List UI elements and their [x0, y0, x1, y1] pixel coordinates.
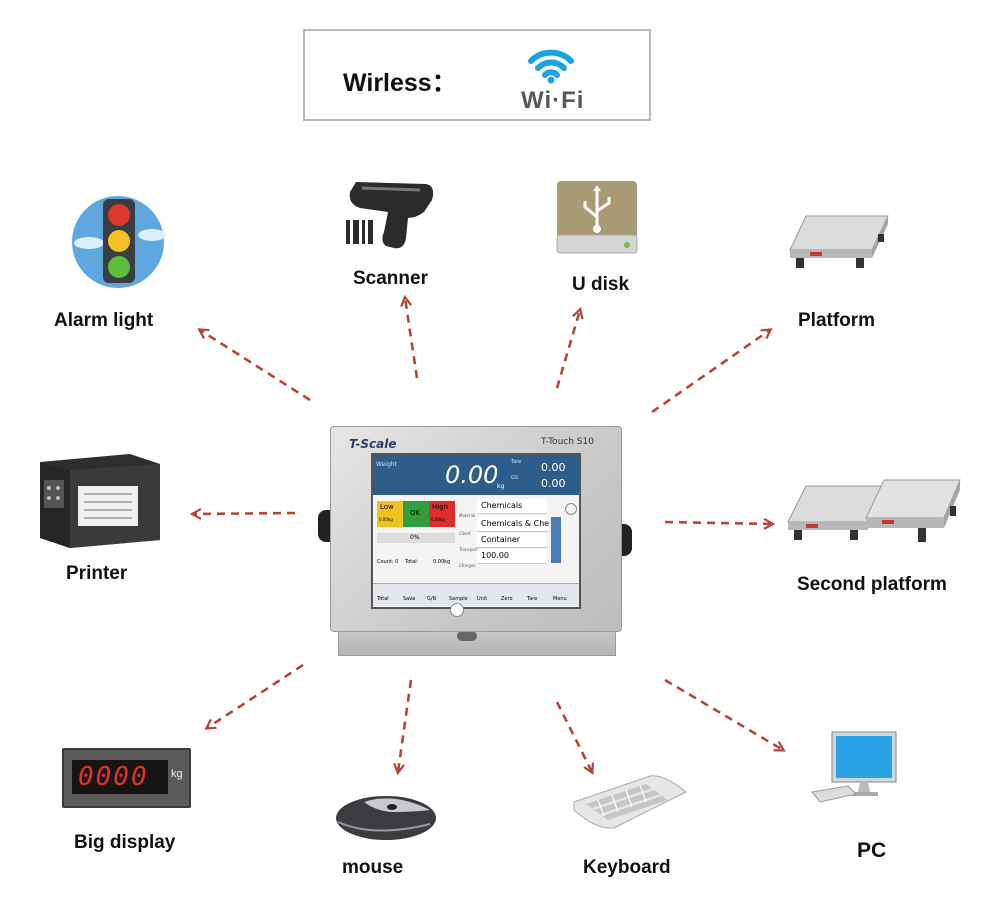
power-button[interactable]	[450, 603, 464, 617]
platform-label: Platform	[798, 310, 876, 331]
weight-label: Weight	[376, 461, 397, 468]
key-total[interactable]: Total	[377, 596, 389, 602]
total-value: 0.00kg	[433, 559, 451, 565]
big-display-icon: 0000 kg	[62, 748, 191, 808]
gs-value: 0.00	[541, 477, 566, 490]
arrow-second-platform	[664, 522, 772, 524]
scanner-label: Scanner	[353, 268, 428, 289]
low-indicator: Low 0.00kg	[377, 501, 403, 527]
keyboard-icon	[573, 775, 687, 829]
key-unit[interactable]: Unit	[477, 596, 488, 602]
tare-value: 0.00	[541, 461, 566, 474]
big-display-unit: kg	[171, 768, 183, 780]
field-scroll[interactable]	[551, 517, 561, 563]
field-charges[interactable]: 100.00	[477, 549, 547, 564]
printer-icon	[40, 454, 160, 548]
arrow-u-disk	[555, 310, 580, 389]
bottom-keys: Total Save G/N Sample Unit Zero Tare Men…	[373, 583, 579, 606]
big-display-value: 0000	[78, 762, 149, 792]
mouse-label: mouse	[342, 857, 404, 878]
key-gn[interactable]: G/N	[427, 596, 437, 602]
mouse-icon	[336, 796, 436, 840]
wireless-label: Wirless：	[343, 69, 457, 97]
arrow-keyboard	[555, 701, 592, 772]
arrow-scanner	[405, 298, 419, 379]
key-sample[interactable]: Sample	[449, 596, 468, 602]
arrow-printer	[193, 513, 296, 514]
weighing-terminal: T-Scale T-Touch S10 Weight 0.00 kg Tare …	[318, 426, 632, 656]
wifi-text: Wi·Fi	[521, 87, 585, 114]
alarm-light-icon	[72, 196, 166, 288]
keyboard-label: Keyboard	[583, 857, 671, 878]
field-client[interactable]: Chemicals & Chem	[477, 517, 549, 532]
printer-label: Printer	[66, 563, 128, 584]
platform-icon	[789, 215, 889, 268]
terminal-screen: Weight 0.00 kg Tare 0.00 GS 0.00 Low 0.0…	[371, 453, 581, 609]
pc-label: PC	[857, 839, 887, 862]
field-material[interactable]: Chemicals	[477, 499, 547, 514]
second-platform-label: Second platform	[797, 574, 947, 595]
wifi-icon	[528, 49, 574, 84]
high-indicator: High 0.00kg	[429, 501, 455, 527]
second-platform-icon	[787, 479, 961, 542]
arrow-alarm-light	[200, 330, 311, 402]
arrow-platform	[651, 330, 770, 414]
count-text: Count: 0	[377, 559, 399, 565]
ok-indicator: OK	[403, 501, 429, 527]
field-transport[interactable]: Container	[477, 533, 547, 548]
terminal-body: T-Scale T-Touch S10 Weight 0.00 kg Tare …	[330, 426, 622, 632]
key-tare[interactable]: Tare	[527, 596, 538, 602]
total-label: Total:	[405, 559, 419, 565]
weight-unit: kg	[497, 483, 505, 490]
key-zero[interactable]: Zero	[501, 596, 513, 602]
progress-bar: 0%	[377, 533, 455, 543]
u-disk-icon	[556, 181, 638, 254]
big-display-label: Big display	[74, 832, 176, 853]
wireless-box: Wirless： Wi·Fi	[303, 29, 651, 121]
arrow-big-display	[207, 663, 304, 728]
gs-label: GS	[511, 475, 519, 481]
terminal-model: T-Touch S10	[541, 437, 594, 447]
weight-value: 0.00	[445, 461, 499, 489]
pc-icon	[811, 731, 897, 803]
key-menu[interactable]: Menu	[553, 596, 567, 602]
search-icon[interactable]	[565, 503, 577, 515]
u-disk-label: U disk	[572, 274, 630, 295]
terminal-brand: T-Scale	[349, 437, 397, 451]
tare-label: Tare	[511, 459, 522, 465]
scanner-icon	[346, 182, 434, 249]
arrow-pc	[664, 678, 783, 750]
key-save[interactable]: Save	[403, 596, 416, 602]
arrow-mouse	[398, 679, 413, 772]
alarm-light-label: Alarm light	[54, 310, 154, 331]
